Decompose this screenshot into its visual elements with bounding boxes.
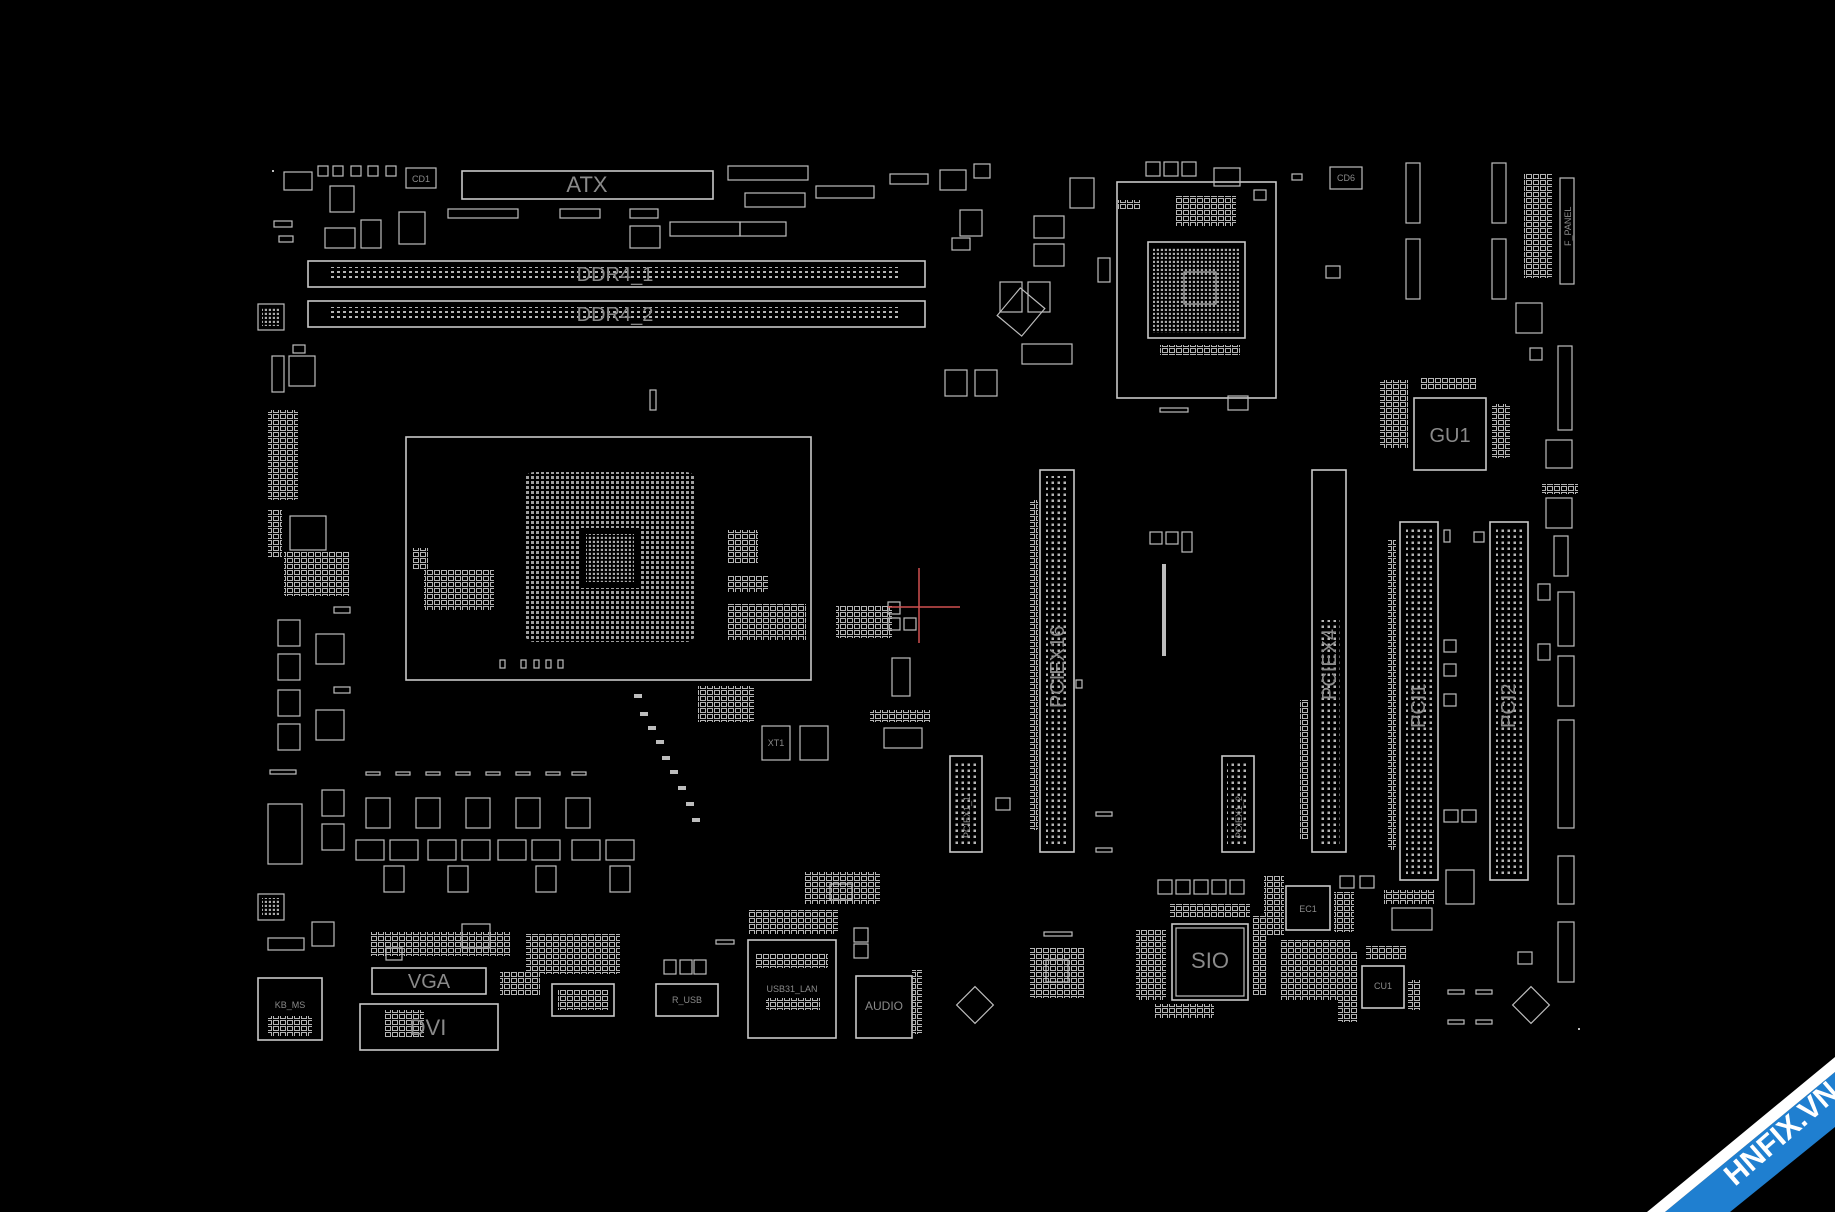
pci1-slot: PCI1 bbox=[1388, 521, 1439, 881]
pciex16-slot: PCIEX16 bbox=[1030, 469, 1113, 853]
pci2-label: PCI2 bbox=[1498, 684, 1520, 728]
vga-label: VGA bbox=[408, 971, 451, 993]
pciex1-1-slot: PCIEX1_1 bbox=[949, 755, 1011, 853]
pciex1-1-label: PCIEX1_1 bbox=[962, 796, 972, 838]
rear-io: KB_MS VGA DVI R_USB USB31_LAN AUDIO bbox=[257, 872, 1551, 1051]
pci2-slot: PCI2 bbox=[1489, 521, 1529, 881]
cu1-label: CU1 bbox=[1374, 981, 1392, 991]
board-corner-markers bbox=[272, 170, 1580, 1030]
gu1-label: GU1 bbox=[1429, 425, 1470, 447]
left-edge-components bbox=[257, 303, 351, 951]
ec1-label: EC1 bbox=[1299, 904, 1317, 914]
pciex4-slot: PCIEX4 bbox=[1300, 469, 1347, 853]
pciex1-2-slot: PCIEX1_2 bbox=[1221, 755, 1255, 853]
vrm-components: XT1 bbox=[355, 686, 829, 893]
center-components bbox=[836, 531, 1193, 749]
usb-lan-label: USB31_LAN bbox=[766, 984, 817, 994]
pciex4-label: PCIEX4 bbox=[1319, 629, 1341, 700]
cu1-chip: CU1 bbox=[1338, 890, 1434, 1022]
pciex1-2-label: PCIEX1_2 bbox=[1234, 796, 1244, 838]
atx-connector: ATX bbox=[461, 170, 714, 200]
cpu-socket bbox=[405, 436, 812, 681]
top-right-headers: CD6 F_PANEL bbox=[1291, 162, 1575, 334]
ddr4-1-label: DDR4_1 bbox=[577, 264, 654, 286]
dimm-slot-1: DDR4_1 bbox=[307, 260, 926, 288]
chipset bbox=[1097, 161, 1277, 413]
right-edge-headers bbox=[1443, 345, 1578, 1025]
gu1-chip: GU1 bbox=[1380, 378, 1510, 471]
dvi-label: DVI bbox=[410, 1015, 447, 1040]
pciex16-label: PCIEX16 bbox=[1047, 626, 1069, 708]
svg-text:XT1: XT1 bbox=[768, 738, 785, 748]
usb-label: R_USB bbox=[672, 995, 702, 1005]
pci1-label: PCI1 bbox=[1408, 684, 1430, 728]
top-left-components: CD1 bbox=[273, 163, 1095, 411]
dimm-slot-2: DDR4_2 bbox=[307, 300, 926, 328]
svg-text:CD6: CD6 bbox=[1337, 173, 1355, 183]
sio-label: SIO bbox=[1191, 948, 1229, 973]
sio-chip: SIO bbox=[1136, 879, 1266, 1018]
ddr4-2-label: DDR4_2 bbox=[577, 304, 654, 326]
audio-label: AUDIO bbox=[865, 999, 903, 1013]
atx-label: ATX bbox=[566, 172, 607, 197]
svg-text:CD1: CD1 bbox=[412, 174, 430, 184]
f-panel-label: F_PANEL bbox=[1563, 207, 1573, 246]
kb-ms-label: KB_MS bbox=[275, 1000, 306, 1010]
